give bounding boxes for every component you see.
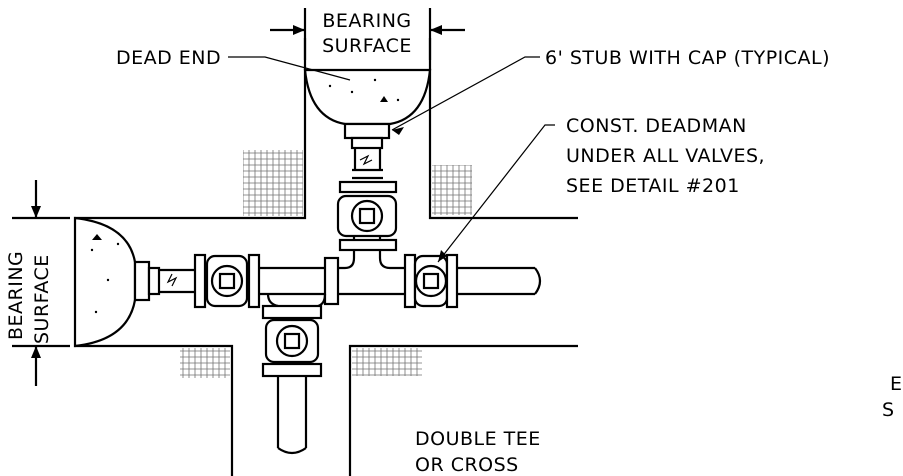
dimension-marks [12,8,465,386]
left-stub [133,260,195,302]
clipped-label-right-1: E [890,373,903,395]
stub-label: 6' STUB WITH CAP (TYPICAL) [545,47,830,69]
trench-walls [75,38,578,476]
dead-end-label: DEAD END [116,47,221,69]
bearing-surface-top-label-1: BEARING [322,10,411,32]
double-tee-label-2: OR CROSS [415,454,519,476]
bottom-valve [261,304,323,455]
soil-hatching [180,150,472,378]
top-thrust-block [303,68,432,126]
double-tee-label-1: DOUBLE TEE [415,428,541,450]
annotation-labels: BEARING SURFACE DEAD END 6' STUB WITH CA… [5,10,903,476]
leader-lines [228,56,555,263]
bearing-surface-top-label-2: SURFACE [322,35,412,57]
left-valve [193,253,261,309]
clipped-label-right-2: S [882,399,895,421]
top-stub [343,122,391,180]
right-valve [403,253,459,309]
bearing-surface-left-label-1: BEARING [5,251,27,340]
left-thrust-block [73,216,137,348]
deadman-label-3: SEE DETAIL #201 [566,175,740,197]
bearing-surface-left-label-2: SURFACE [31,254,53,344]
deadman-label-2: UNDER ALL VALVES, [566,145,765,167]
top-valve [336,180,398,252]
deadman-label-1: CONST. DEADMAN [566,115,747,137]
